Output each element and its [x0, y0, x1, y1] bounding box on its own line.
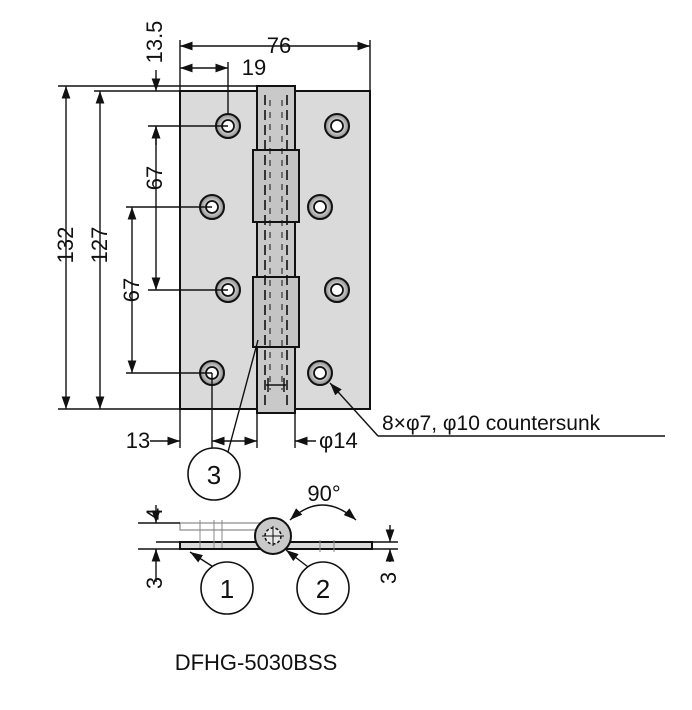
dimension-lines: [58, 40, 665, 453]
callout-3-label: 3: [207, 460, 221, 490]
callout-2-circle: [296, 561, 350, 615]
callout-1-circle: [200, 561, 254, 615]
dim-67-upper: 67: [142, 166, 167, 190]
hinge-front-view: [179, 85, 371, 414]
callout-2-label: 2: [316, 574, 330, 604]
hole-right-4: [307, 360, 333, 386]
dim-3-left: 3: [142, 577, 167, 589]
callout-labels: 3 1 2: [207, 460, 330, 604]
dim-13-5: 13.5: [142, 21, 167, 64]
knuckle-barrel: [252, 85, 300, 414]
model-number: DFHG-5030BSS: [175, 650, 338, 675]
dim-76: 76: [267, 33, 291, 58]
dim-phi-14: φ14: [319, 428, 358, 453]
hinge-side-view: [179, 517, 373, 555]
dim-67-lower: 67: [119, 278, 144, 302]
dim-3-right: 3: [376, 572, 401, 584]
dim-90-degree: 90°: [307, 481, 340, 506]
hole-note: 8×φ7, φ10 countersunk: [382, 412, 601, 435]
hole-right-1: [324, 113, 350, 139]
dim-132: 132: [53, 227, 78, 264]
dimension-labels: 76 19 13.5 132 127 67 67 13 φ14 8×φ7, φ1…: [53, 21, 601, 590]
dim-4: 4: [142, 508, 167, 520]
callout-3-circle: [187, 447, 241, 501]
dim-13: 13: [126, 428, 150, 453]
dim-127: 127: [87, 227, 112, 264]
callout-1-label: 1: [220, 574, 234, 604]
hole-right-3: [324, 277, 350, 303]
hole-right-2: [307, 194, 333, 220]
dim-19: 19: [242, 55, 266, 80]
